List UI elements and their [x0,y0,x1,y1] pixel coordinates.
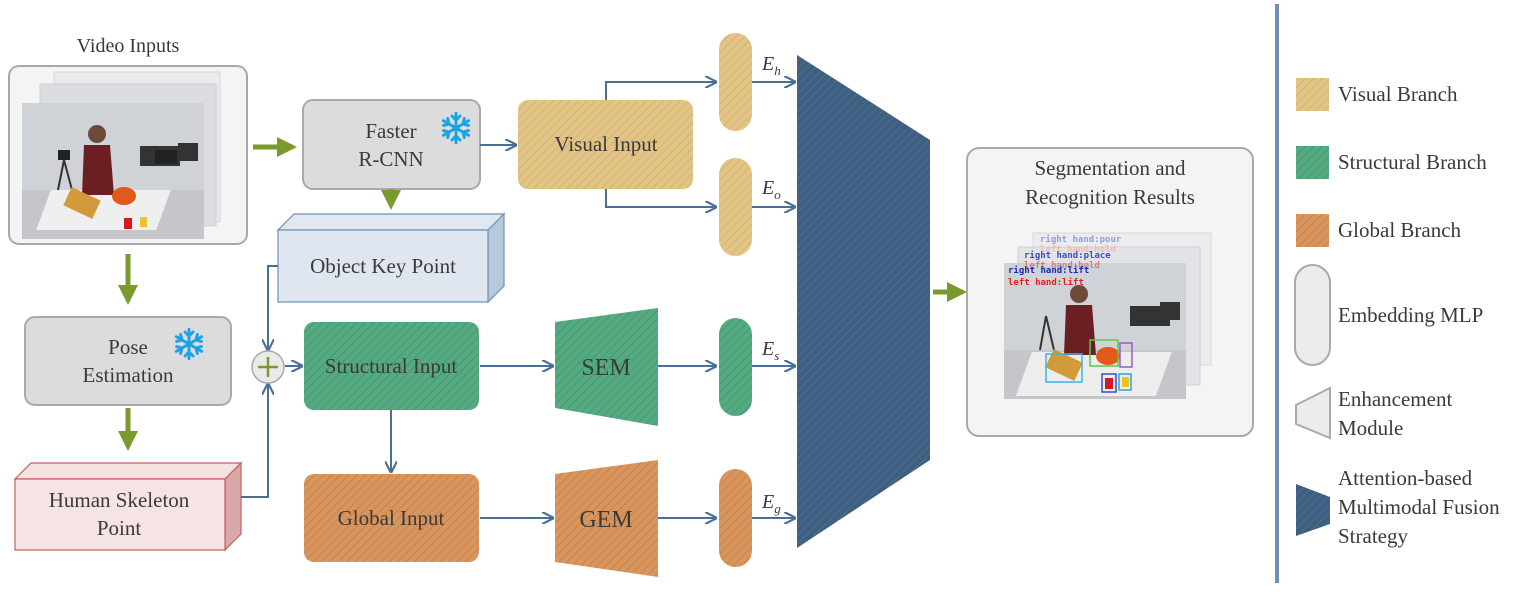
visual-input-label: Visual Input [554,132,657,156]
video-frame-stack [22,71,221,239]
faster-rcnn-label-line2: R-CNN [358,147,423,171]
legend-swatch-embedding [1294,264,1331,366]
overlay-label-4: left hand:hold [1024,261,1100,271]
legend-label-visual: Visual Branch [1338,82,1458,106]
embedding-label-s: Es [761,338,779,363]
legend-label-embedding: Embedding MLP [1338,303,1483,327]
results-title-line2: Recognition Results [1025,185,1195,209]
pose-estimation-label-line2: Estimation [83,363,174,387]
overlay-label-6: left hand:lift [1008,277,1084,288]
results-frame-stack [1004,232,1212,399]
faster-rcnn-label-line1: Faster [365,119,416,143]
visual-input-box [518,100,693,189]
human-skeleton-box [13,461,243,552]
embedding-mlp-g [719,469,752,567]
embedding-label-o: Eo [761,177,781,202]
legend-label-fusion-line3: Strategy [1338,524,1408,548]
structural-input-label: Structural Input [325,354,458,378]
sem-label: SEM [581,355,630,381]
legend-swatch-structural [1296,146,1329,179]
faster-rcnn-box [302,99,481,190]
embedding-mlp-o [719,158,752,256]
human-skeleton-label-line2: Point [97,516,142,540]
global-input-label: Global Input [338,506,445,530]
legend-label-fusion-line1: Attention-based [1338,466,1473,490]
legend-swatch-enhancement [1295,386,1331,440]
legend-label-structural: Structural Branch [1338,150,1487,174]
legend-label-enhancement-line2: Module [1338,416,1403,440]
object-key-point-label: Object Key Point [310,254,456,278]
object-key-point-box [276,212,506,304]
embedding-label-h: Eh [761,53,781,78]
embedding-mlp-s [719,318,752,416]
embedding-mlp-h [719,33,752,131]
legend-label-enhancement-line1: Enhancement [1338,387,1452,411]
legend-swatch-visual [1296,78,1329,111]
legend-swatch-global [1296,214,1329,247]
legend-label-fusion-line2: Multimodal Fusion [1338,495,1500,519]
results-title-line1: Segmentation and [1034,156,1186,180]
overlay-label-2: left hand:hold [1040,245,1116,255]
legend-label-global: Global Branch [1338,218,1462,242]
video-inputs-title: Video Inputs [77,35,180,57]
overlay-label-1: right hand:pour [1040,234,1122,245]
green-connectors [118,137,967,451]
pose-estimation-label-line1: Pose [108,335,148,359]
overlay-label-3: right hand:place [1024,250,1111,261]
legend-swatch-fusion [1296,484,1330,536]
sem-module [555,308,658,426]
gem-label: GEM [579,507,632,533]
global-input-box [304,474,479,562]
embedding-label-g: Eg [761,491,781,516]
gem-module [555,460,658,577]
overlay-label-5: right hand:lift [1008,265,1089,276]
pose-estimation-box [24,316,232,406]
structural-input-box [304,322,479,410]
human-skeleton-label-line1: Human Skeleton [49,488,190,512]
plus-merge-node [251,350,285,384]
attention-fusion-module [797,55,930,548]
blue-connectors [241,82,795,518]
